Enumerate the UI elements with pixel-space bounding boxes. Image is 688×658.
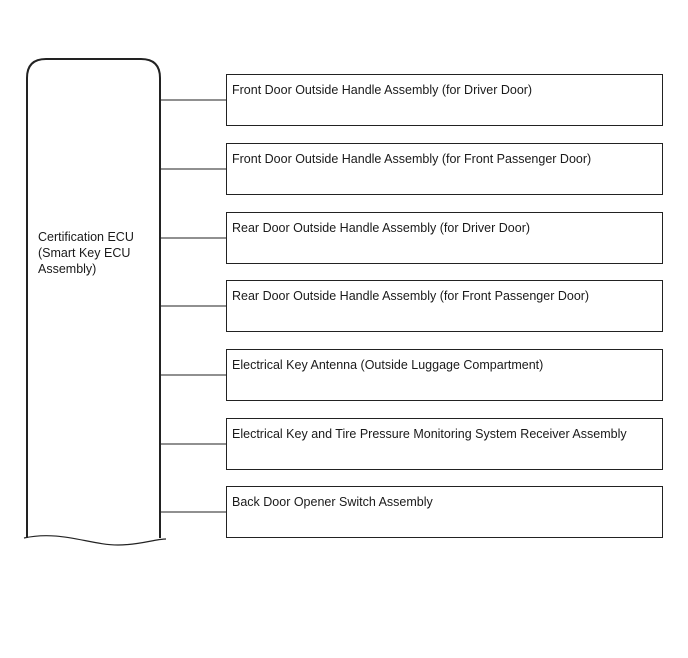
component-label: Electrical Key and Tire Pressure Monitor… xyxy=(232,427,627,441)
ecu-block-outline xyxy=(26,58,161,538)
component-box-rear-door-passenger: Rear Door Outside Handle Assembly (for F… xyxy=(226,280,663,332)
component-box-receiver-assembly: Electrical Key and Tire Pressure Monitor… xyxy=(226,418,663,470)
component-box-key-antenna: Electrical Key Antenna (Outside Luggage … xyxy=(226,349,663,401)
ecu-label-line-3: Assembly) xyxy=(38,262,97,276)
component-label: Rear Door Outside Handle Assembly (for D… xyxy=(232,221,531,235)
component-box-rear-door-driver: Rear Door Outside Handle Assembly (for D… xyxy=(226,212,663,264)
component-label: Rear Door Outside Handle Assembly (for F… xyxy=(232,289,590,303)
component-label: Back Door Opener Switch Assembly xyxy=(232,495,433,509)
component-label: Electrical Key Antenna (Outside Luggage … xyxy=(232,358,544,372)
component-label: Front Door Outside Handle Assembly (for … xyxy=(232,83,533,97)
ecu-label-line-1: Certification ECU xyxy=(38,230,134,244)
component-box-back-door-switch: Back Door Opener Switch Assembly xyxy=(226,486,663,538)
component-box-front-door-driver: Front Door Outside Handle Assembly (for … xyxy=(226,74,663,126)
ecu-label-line-2: (Smart Key ECU xyxy=(38,246,131,260)
connector-lines xyxy=(160,99,226,513)
ecu-block-break-line xyxy=(23,535,167,546)
ecu-label: Certification ECU (Smart Key ECU Assembl… xyxy=(38,229,156,277)
component-label: Front Door Outside Handle Assembly (for … xyxy=(232,152,592,166)
component-box-front-door-passenger: Front Door Outside Handle Assembly (for … xyxy=(226,143,663,195)
